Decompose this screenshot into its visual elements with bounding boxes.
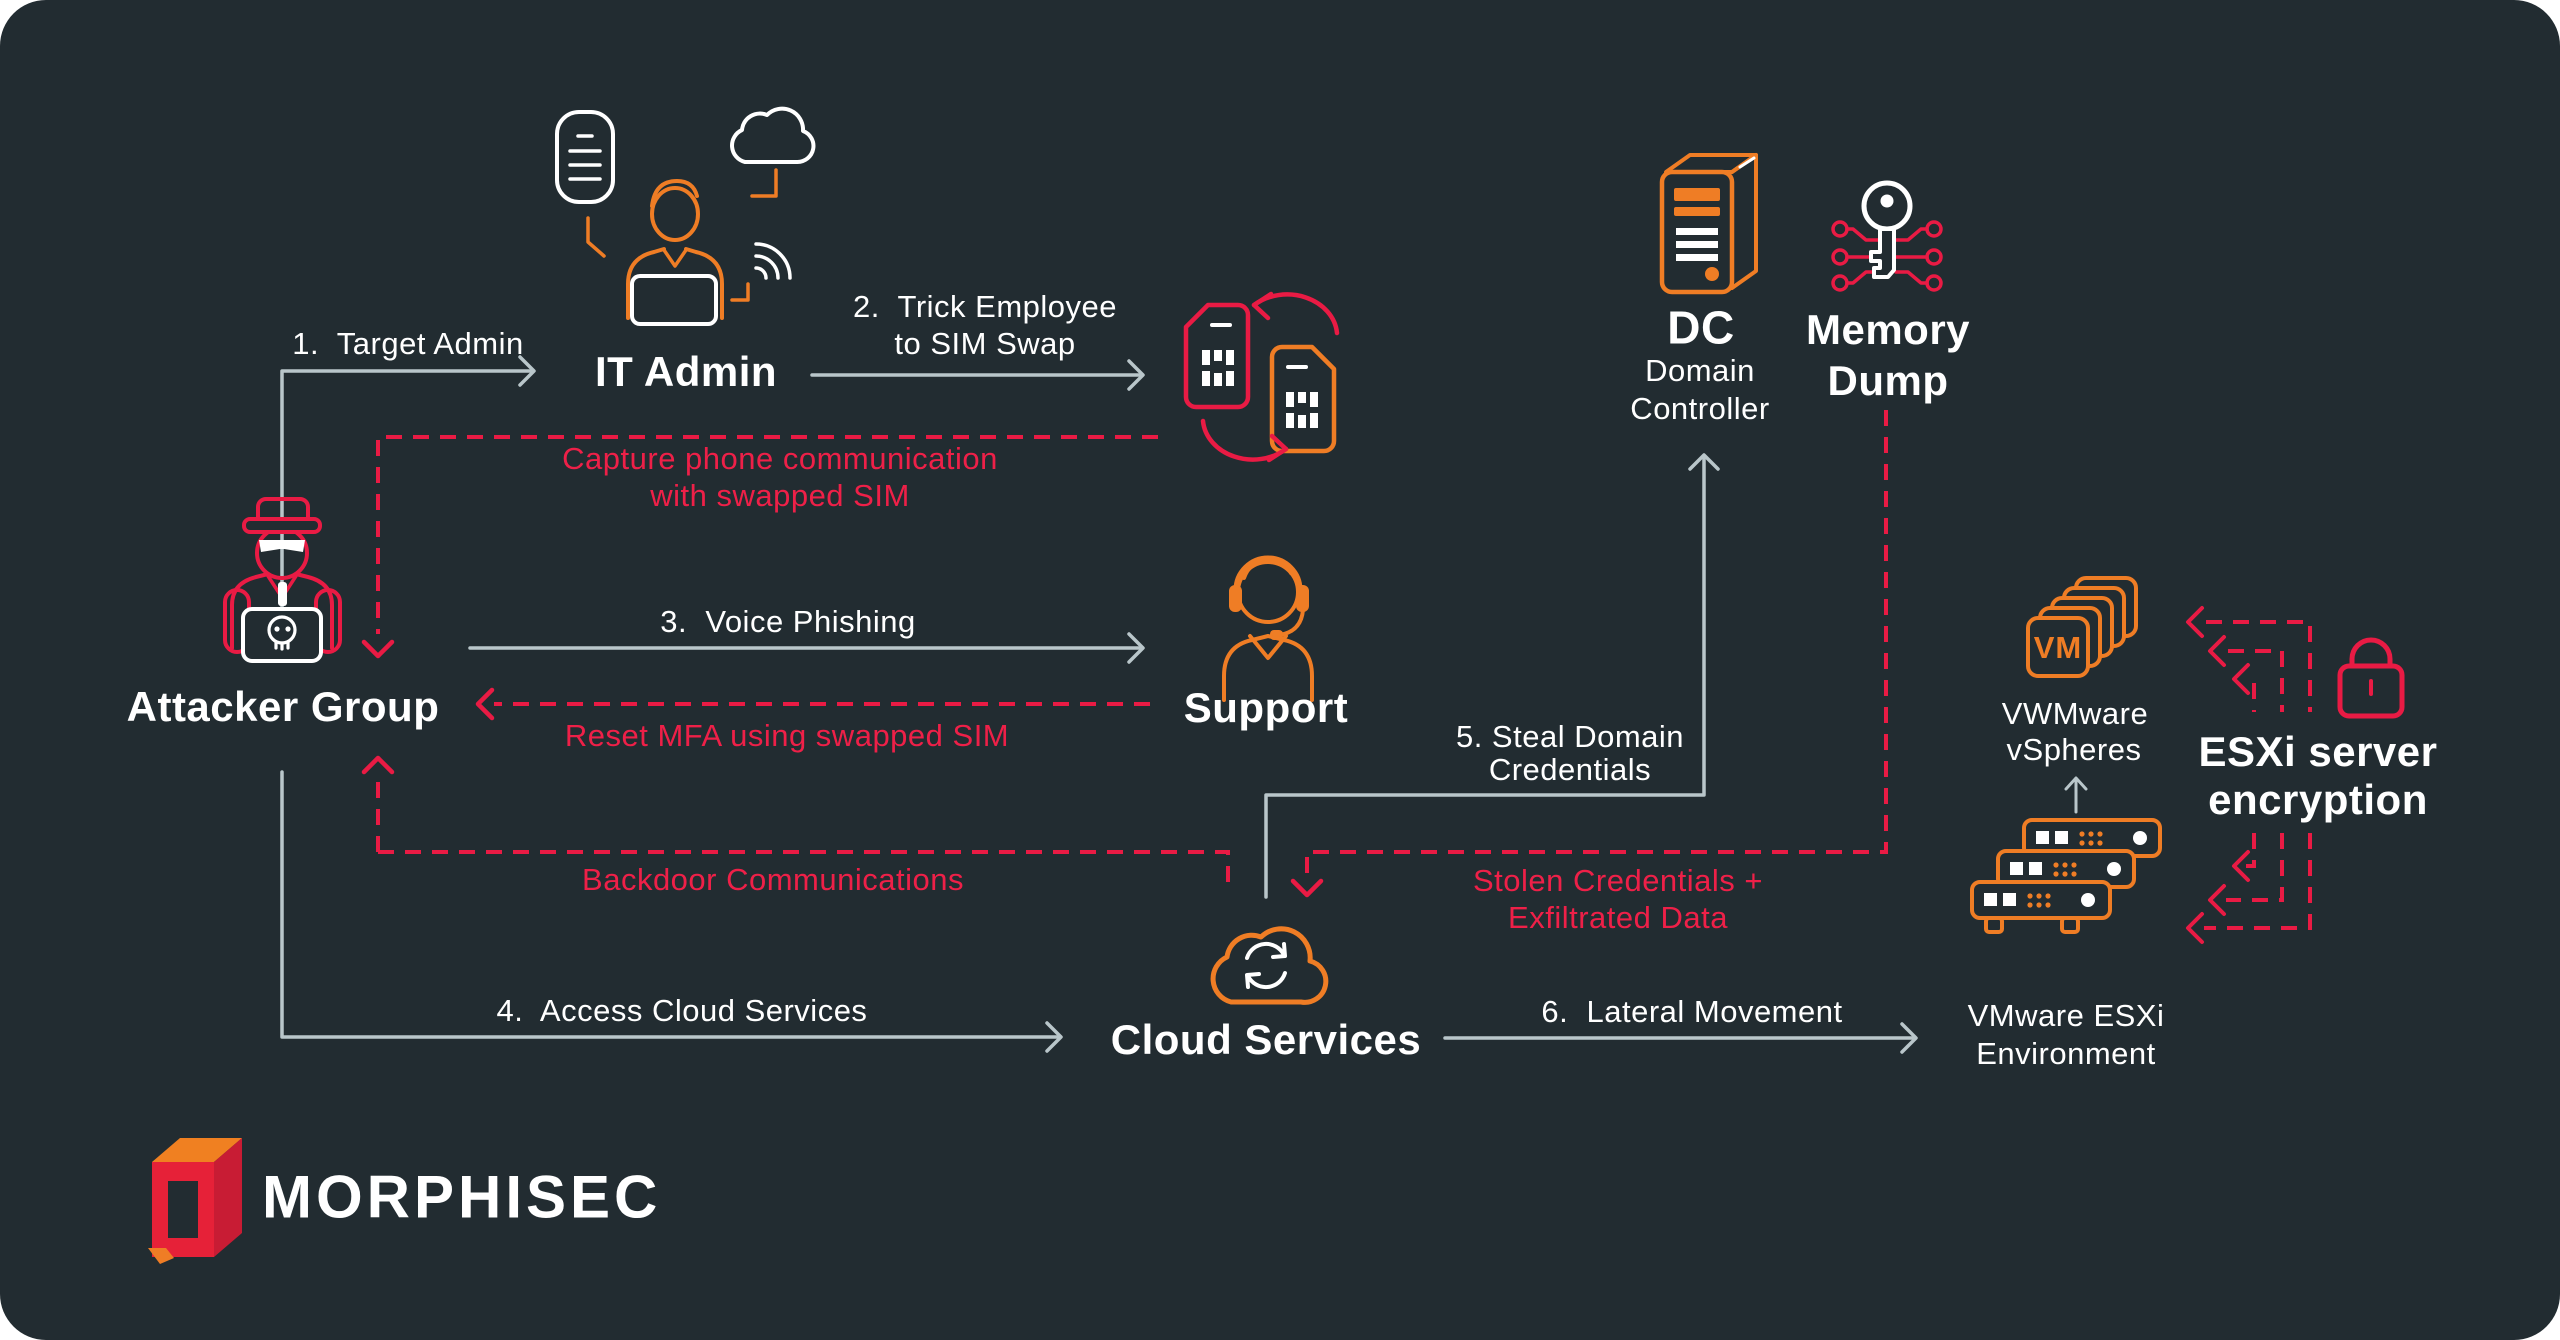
cloud-icon [730, 106, 816, 165]
step2-label-line1: 2. Trick Employee [853, 289, 1117, 325]
capture-head-down [361, 639, 395, 659]
arrow-voice-phishing-head [1127, 632, 1145, 664]
backdoor-head-up [361, 755, 395, 775]
headset-ear-right [1296, 585, 1309, 612]
esxi-env-label-line1: VMware ESXi [1967, 998, 2165, 1034]
dashed-bracket-bottom-inner [2246, 833, 2256, 868]
dashed-stolen-credentials [1305, 410, 1888, 875]
support-icon [1222, 555, 1314, 702]
capture-annotation-line2: with swapped SIM [650, 478, 910, 514]
step6-label: 6. Lateral Movement [1541, 994, 1843, 1030]
covert-arrowheads [361, 606, 2250, 944]
dashed-bracket-top-mid [2228, 649, 2284, 712]
node-label-memory-line1: Memory [1805, 305, 1971, 353]
arrow-target-admin [280, 369, 534, 654]
dc-sublabel-line1: Domain [1645, 353, 1755, 389]
reset-mfa-head-left [475, 687, 495, 721]
headset-ear-left [1229, 585, 1242, 612]
step3-label: 3. Voice Phishing [660, 604, 916, 640]
arrow-access-cloud-head [1045, 1021, 1063, 1053]
notes-phone-icon [555, 110, 615, 204]
sunglasses [259, 540, 305, 552]
step2-label-line2: to SIM Swap [894, 326, 1076, 362]
node-label-memory-line2: Dump [1827, 356, 1949, 404]
bracket-b2-head [2208, 884, 2226, 916]
bracket-t1-head [2186, 606, 2204, 638]
arrow-steal-credentials-head [1688, 453, 1720, 471]
tie [278, 582, 287, 606]
morphisec-logo-text: MORPHISEC [262, 1163, 662, 1231]
node-label-support: Support [1183, 683, 1349, 731]
covert-lines [376, 410, 2312, 930]
backdoor-annotation: Backdoor Communications [582, 862, 964, 898]
stolen-annotation-line1: Stolen Credentials + [1472, 863, 1764, 899]
dashed-bracket-bottom-mid [2226, 833, 2284, 902]
arrow-access-cloud [280, 770, 1061, 1039]
bracket-b3-head [2186, 912, 2204, 944]
step5-label-line1: 5. Steal Domain [1455, 719, 1685, 755]
esxi-encryption-label-line2: encryption [2208, 775, 2428, 823]
vspheres-label-line1: VWMware [2001, 696, 2149, 732]
domain-controller-icon [1659, 153, 1758, 295]
bracket-b1-head [2232, 850, 2250, 882]
stolen-annotation-line2: Exfiltrated Data [1508, 900, 1728, 936]
stolen-head-down [1290, 878, 1324, 898]
node-label-dc: DC [1667, 301, 1735, 354]
attacker-icon [223, 497, 342, 663]
admin-person-icon [626, 179, 724, 320]
esxi-encryption-label-line1: ESXi server [2198, 727, 2438, 775]
it-admin-icon [555, 106, 816, 326]
cloud-services-icon [1210, 926, 1329, 1005]
arrow-servers-to-vm-head [2064, 776, 2088, 791]
esxi-servers-icon [1970, 818, 2162, 934]
swap-arrows-icon [1200, 291, 1340, 463]
headset-band [1233, 555, 1303, 593]
node-label-it-admin: IT Admin [594, 347, 778, 395]
attacker-laptop-icon [241, 607, 323, 663]
sim-swap-icon [1183, 291, 1340, 463]
dc-sublabel-line2: Controller [1630, 391, 1770, 427]
step4-label: 4. Access Cloud Services [496, 993, 868, 1029]
morphisec-logo-icon [148, 1138, 242, 1264]
capture-annotation-line1: Capture phone communication [562, 441, 998, 477]
step5-label-line2: Credentials [1488, 752, 1652, 788]
dashed-bracket-top-outer [2206, 620, 2312, 712]
bracket-t3-head [2232, 663, 2250, 695]
node-label-cloud-services: Cloud Services [1110, 1015, 1422, 1063]
vspheres-label-line2: vSpheres [2006, 732, 2142, 768]
arrow-steal-credentials [1264, 455, 1706, 899]
hat-icon [256, 497, 310, 521]
step1-label: 1. Target Admin [292, 326, 524, 362]
memory-dump-icon [1831, 180, 1943, 292]
node-label-attacker-group: Attacker Group [126, 682, 440, 730]
laptop-icon [630, 274, 718, 326]
esxi-env-label-line2: Environment [1976, 1036, 2156, 1072]
arrow-trick-employee-head [1127, 359, 1145, 391]
sync-arrows-icon [1245, 941, 1287, 990]
wifi-icon [754, 242, 792, 280]
bracket-t2-head [2208, 635, 2226, 667]
reset-mfa-annotation: Reset MFA using swapped SIM [564, 718, 1010, 754]
connector-elbows [586, 168, 778, 302]
key-stem [1869, 227, 1896, 279]
vm-badge-label: VM [2033, 630, 2083, 666]
lock-icon [2337, 637, 2405, 719]
dashed-bracket-bottom-outer [2204, 833, 2312, 930]
vm-stack-icon [2026, 576, 2138, 678]
dashed-backdoor [378, 850, 1230, 893]
arrow-target-admin-head [518, 355, 536, 387]
flow-lines [280, 355, 2088, 1054]
arrow-lateral-movement-head [1900, 1022, 1918, 1054]
skull-icon [267, 615, 297, 651]
